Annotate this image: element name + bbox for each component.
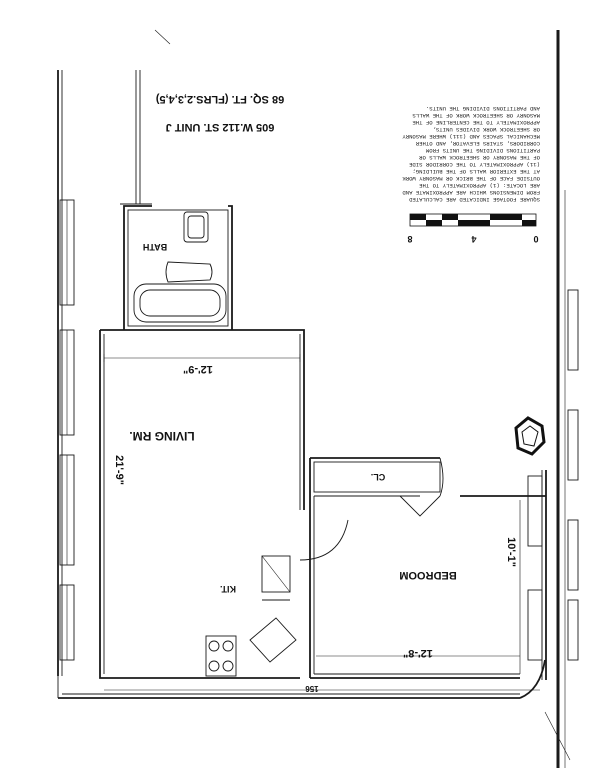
scale-label-4: 4	[471, 234, 476, 244]
bedroom-width-dim: 12'-8"	[403, 647, 433, 659]
note-line: ARE LOCATE: (1) APPROXIMATELY TO THE	[419, 182, 540, 189]
left-exterior-wall	[57, 70, 75, 698]
window-bedroom-1	[527, 475, 543, 547]
notes-block: SQUARE FOOTAGE INDICATED ARE CALCULATED …	[402, 105, 540, 203]
kitchen	[205, 555, 297, 677]
kitchen-label: KIT.	[220, 584, 236, 594]
note-line: OUTSIDE FACE OF THE BRICK OR MASONRY WOR…	[402, 175, 540, 182]
window-right-1	[567, 289, 579, 371]
living-length-dim: 21'-9"	[113, 455, 125, 485]
kitchen-counter	[249, 617, 297, 663]
window-right-2	[567, 409, 579, 481]
page-edges	[154, 29, 571, 768]
living-width-dim: 12'-9"	[183, 363, 213, 375]
burner	[208, 660, 220, 672]
toilet	[165, 261, 213, 283]
note-line: SQUARE FOOTAGE INDICATED ARE CALCULATED	[408, 196, 540, 203]
living-door-swing	[299, 519, 349, 561]
living-room-walls	[99, 329, 305, 679]
scale-label-0: 0	[533, 234, 538, 244]
overall-dim: 156	[305, 684, 319, 693]
stove	[205, 635, 237, 677]
window-bedroom-2	[527, 589, 543, 661]
note-line: OR SHEETROCK WORK DIVIDES UNITS,	[433, 126, 540, 133]
closet-label: CL.	[371, 472, 386, 482]
scale-label-8: 8	[407, 234, 412, 244]
window-right-4	[567, 599, 579, 661]
bottom-exterior-wall	[58, 659, 546, 699]
unit-title: 605 W.112 ST. UNIT J	[166, 121, 275, 133]
bedroom-label: BEDROOM	[399, 569, 456, 581]
bath-label: BATH	[143, 242, 167, 252]
unit-area: 68 SQ. FT. (FLRS.2,3,4,5)	[155, 93, 284, 105]
dimension-lines	[103, 354, 540, 691]
right-exterior-wall	[527, 289, 579, 680]
sink	[183, 211, 209, 243]
bedroom-length-dim: 10'-1"	[505, 537, 517, 567]
note-line: MECHANICAL SPACES AND (111) WHERE MASONR…	[402, 133, 540, 140]
note-line: AT THE EXTERIOR WALLS OF THE BUILDING;	[412, 168, 540, 175]
bedroom-walls	[309, 457, 546, 679]
note-line: APPROXIMATELY TO THE CENTERLINE OF THE	[412, 119, 540, 126]
refrigerator	[261, 555, 291, 593]
living-room-label: LIVING RM.	[129, 429, 194, 443]
north-arrow-icon	[514, 416, 546, 456]
note-line: FROM DIMENSIONS WHICH ARE APPROXIMATE AN…	[402, 189, 540, 196]
bathroom	[120, 70, 233, 330]
burner	[208, 640, 220, 652]
note-line: CORRIDORS, STAIRS ELEVATOR, AND OTHER	[415, 140, 540, 147]
note-line: MASONRY OR SHEETROCK WORK OF THE WALLS	[412, 112, 540, 119]
scale-bar	[409, 213, 537, 227]
closet	[313, 457, 444, 517]
note-line: OF THE MASONRY OR SHEETROCK WALLS OR	[419, 154, 540, 161]
note-line: PARTITIONS DIVIDING THE UNITS FROM	[426, 147, 540, 154]
burner	[222, 640, 234, 652]
burner	[222, 660, 234, 672]
note-line: (11) APPROXIMATELY TO THE CORRIDOR SIDE	[408, 161, 540, 168]
window-right-3	[567, 519, 579, 591]
bathtub	[133, 283, 227, 323]
note-line: AND PARTITIONS DIVIDING THE UNITS.	[426, 105, 540, 112]
